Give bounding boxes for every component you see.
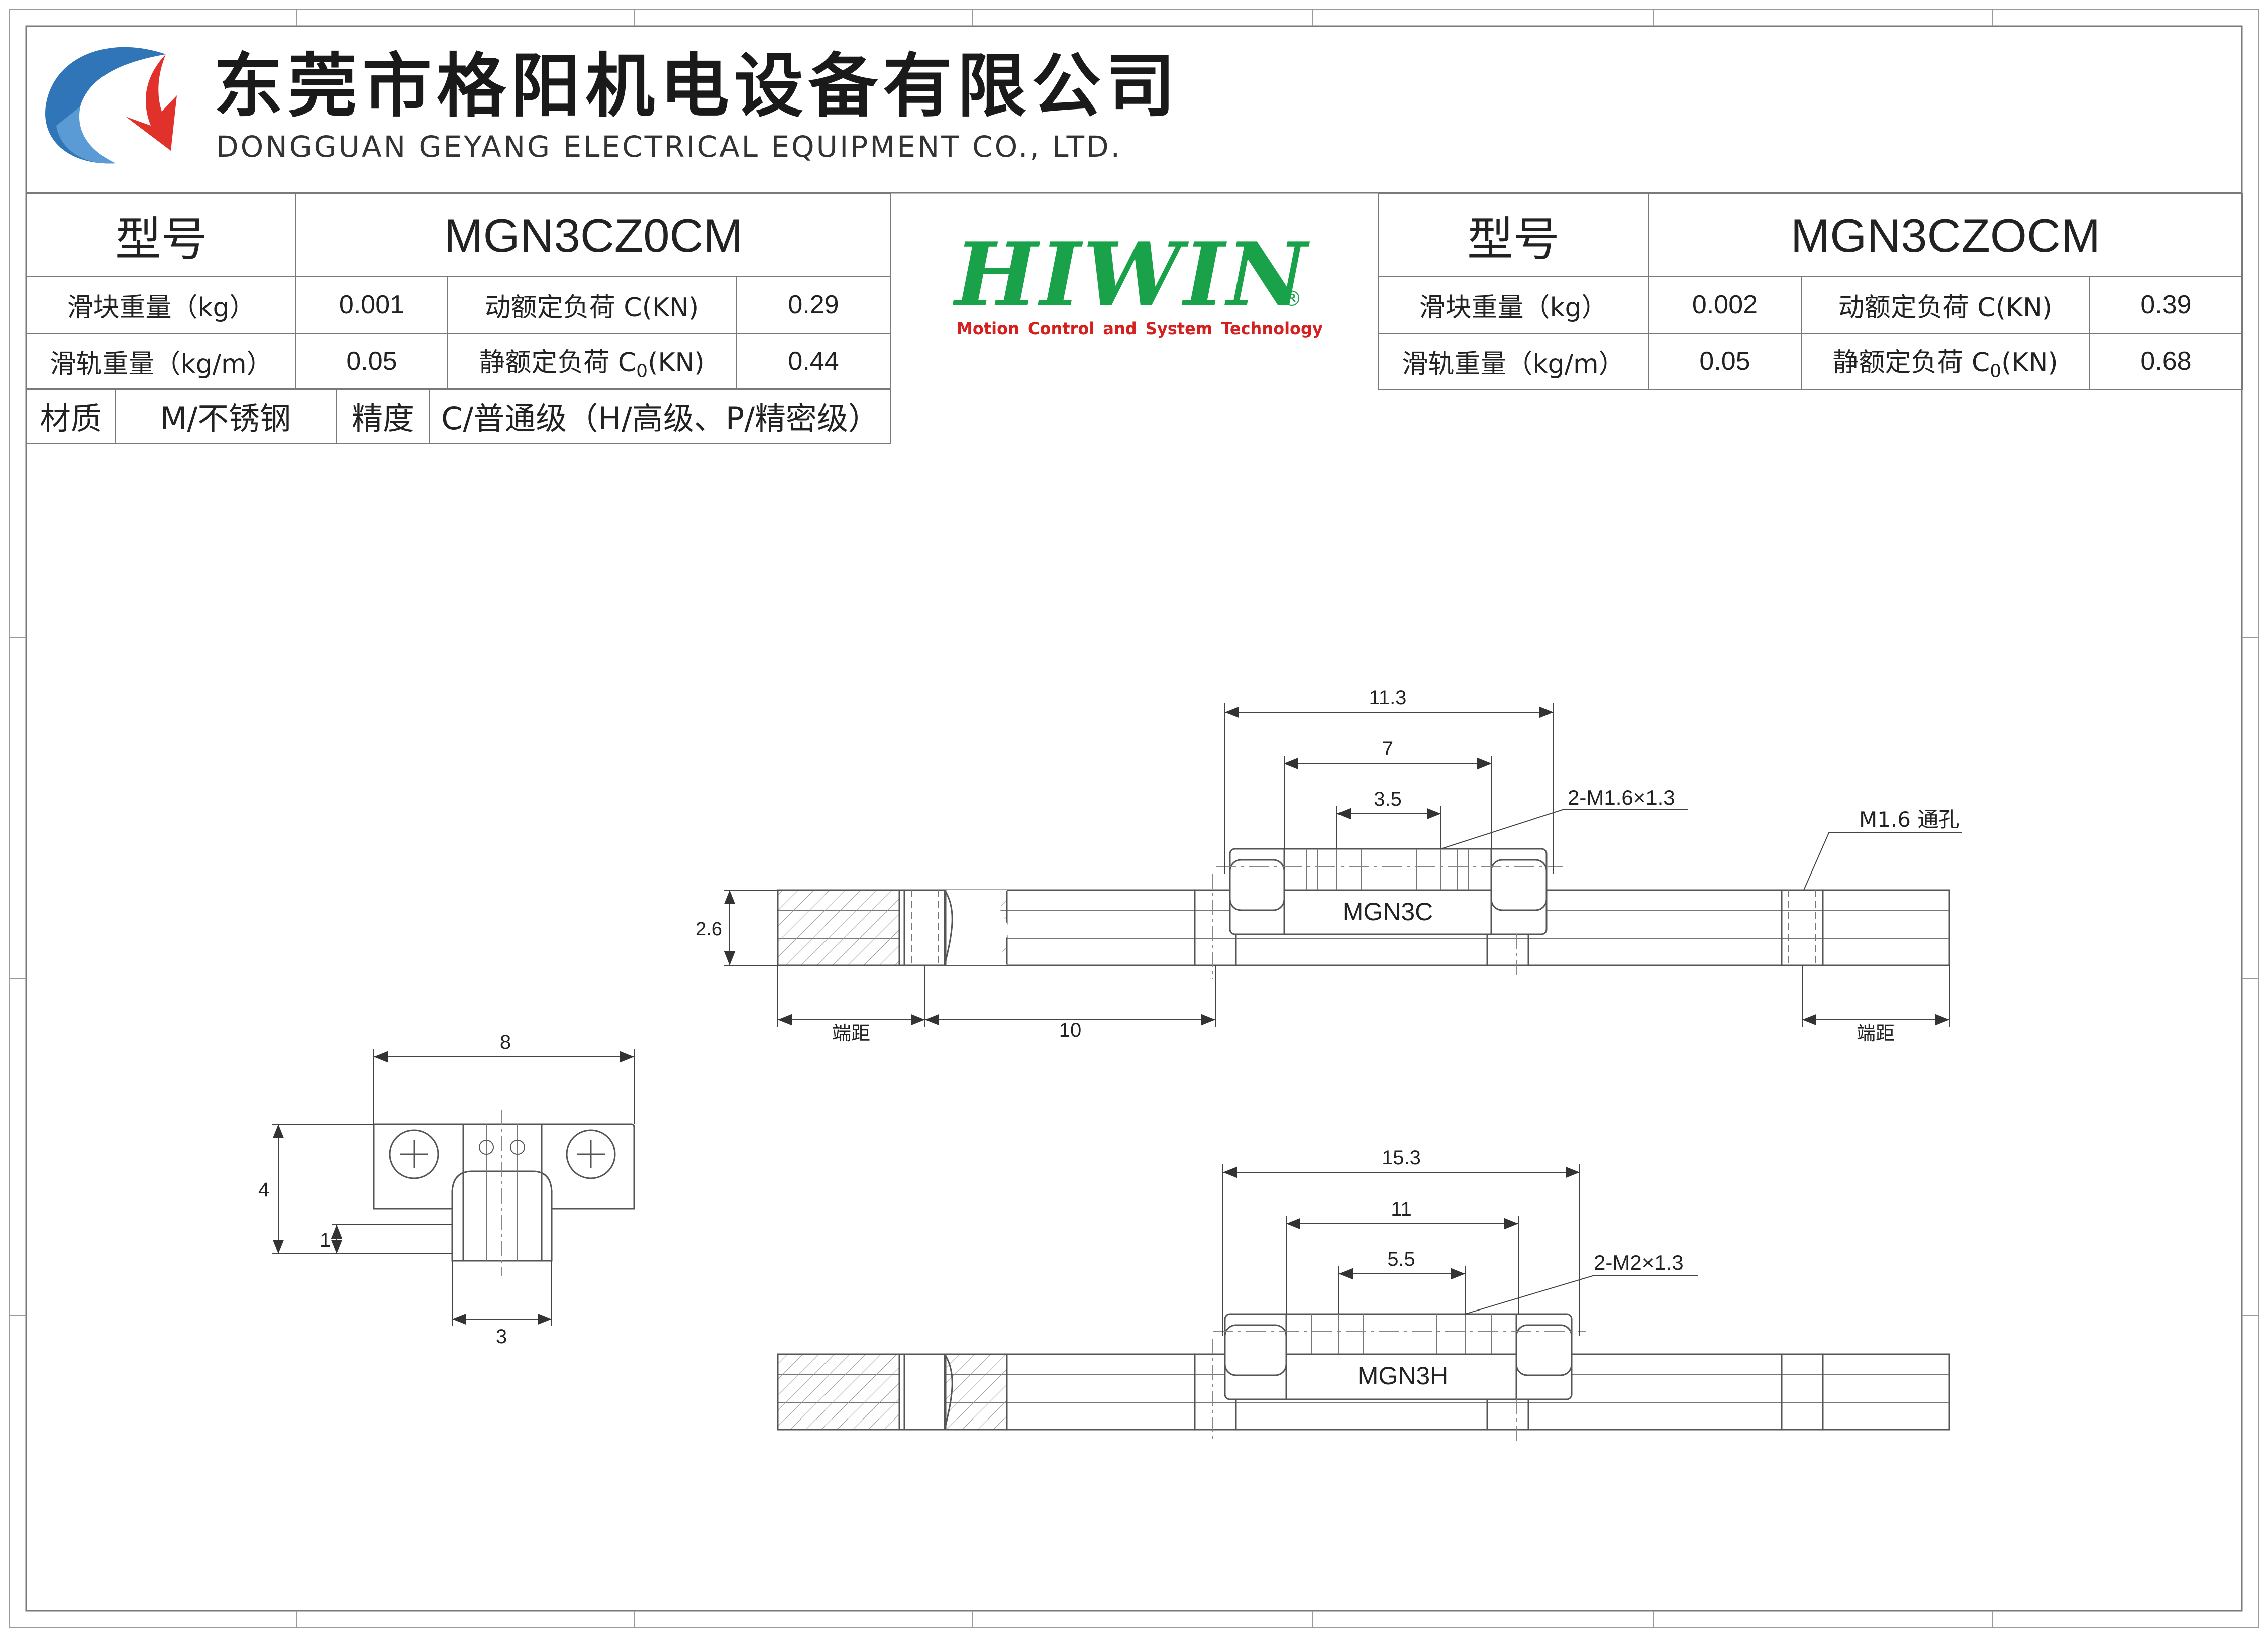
dynamic-load-label: 动额定负荷 C(KN) <box>447 276 737 334</box>
precision-label: 精度 <box>336 388 430 444</box>
material-table: 材质 M/不锈钢 精度 C/普通级（H/高级、P/精密级） <box>26 388 891 444</box>
static-load-label: 静额定负荷 C0(KN) <box>447 333 737 390</box>
dynamic-load-label: 动额定负荷 C(KN) <box>1801 276 2090 334</box>
dim-block-length: 15.3 <box>1382 1147 1421 1169</box>
dynamic-load-value: 0.39 <box>2089 276 2243 334</box>
rail-section-hatch <box>777 1353 1008 1431</box>
dim-end-distance-right: 端距 <box>1857 1022 1895 1044</box>
model-label: 型号 <box>1378 193 1649 277</box>
static-load-label-unit: (KN) <box>2001 347 2058 378</box>
material-label: 材质 <box>26 388 116 444</box>
screw-head-icon <box>566 1129 616 1179</box>
hiwin-logo: HIWIN ® Motion Control and System Techno… <box>955 231 1326 352</box>
static-load-label-unit: (KN) <box>648 347 705 378</box>
static-load-value: 0.68 <box>2089 333 2243 390</box>
dim-end-distance-left: 端距 <box>832 1022 870 1044</box>
view-mgn3h <box>777 1313 1950 1442</box>
registered-mark-icon: ® <box>1281 286 1302 311</box>
dim-rail-width: 3 <box>496 1326 507 1348</box>
block-weight-value: 0.002 <box>1648 276 1802 334</box>
block-weight-label: 滑块重量（kg） <box>1378 276 1649 334</box>
dim-hole-spacing: 7 <box>1382 738 1393 760</box>
static-load-label-subscript: 0 <box>636 361 648 382</box>
section-view-dimensions <box>272 1049 635 1326</box>
model-value: MGN3CZOCM <box>1648 193 2243 277</box>
model-label: 型号 <box>26 193 296 277</box>
dim-hole-spacing: 11 <box>1391 1198 1412 1220</box>
callout-screw: 2-M2×1.3 <box>1594 1251 1684 1274</box>
material-value: M/不锈钢 <box>115 388 337 444</box>
model-value: MGN3CZ0CM <box>295 193 892 277</box>
view-mgn3h-dimensions <box>1222 1164 1698 1336</box>
precision-value: C/普通级（H/高级、P/精密级） <box>429 388 891 444</box>
screw-head-icon <box>389 1129 439 1179</box>
hiwin-tagline: Motion Control and System Technology <box>957 319 1323 338</box>
callout-through-hole: M1.6 通孔 <box>1859 807 1960 832</box>
sheet-outer-frame <box>9 9 2259 1628</box>
company-name-en: DONGGUAN GEYANG ELECTRICAL EQUIPMENT CO.… <box>216 130 1122 164</box>
rail-weight-label: 滑轨重量（kg/m） <box>1378 333 1649 390</box>
rail-weight-value: 0.05 <box>295 333 448 390</box>
hiwin-wordmark: HIWIN <box>955 224 1309 326</box>
view-mgn3c <box>777 848 1950 979</box>
dim-clearance: 1 <box>320 1229 331 1251</box>
company-header: 东莞市格阳机电设备有限公司 DONGGUAN GEYANG ELECTRICAL… <box>40 38 1175 173</box>
frame-zone-ticks <box>9 9 2259 1628</box>
spec-table-right: 型号 MGN3CZOCM 滑块重量（kg） 0.002 动额定负荷 C(KN) … <box>1378 193 2243 390</box>
block-weight-label: 滑块重量（kg） <box>26 276 296 334</box>
company-logo-icon <box>45 47 177 164</box>
dim-inner-spacing: 5.5 <box>1387 1248 1415 1270</box>
static-load-label-subscript: 0 <box>1990 361 2002 382</box>
block-model-label: MGN3C <box>1343 898 1433 926</box>
block-weight-value: 0.001 <box>295 276 448 334</box>
dynamic-load-value: 0.29 <box>735 276 892 334</box>
rail-hole <box>1781 889 1824 966</box>
static-load-label-text: 静额定负荷 C <box>1832 347 1990 378</box>
dim-assembly-height: 4 <box>258 1179 269 1201</box>
rail-hole <box>1781 1353 1824 1431</box>
company-name-cn: 东莞市格阳机电设备有限公司 <box>214 46 1181 127</box>
callout-screw: 2-M1.6×1.3 <box>1568 786 1675 809</box>
static-load-value: 0.44 <box>735 333 892 390</box>
dim-rail-height: 2.6 <box>696 919 723 940</box>
rail-hole <box>903 1353 947 1431</box>
dim-block-length: 11.3 <box>1369 687 1407 709</box>
rail-weight-value: 0.05 <box>1648 333 1802 390</box>
sheet-inner-frame <box>25 25 2243 1612</box>
section-view <box>373 1110 635 1276</box>
static-load-label-text: 静额定负荷 C <box>479 347 637 378</box>
dim-block-width: 8 <box>500 1031 511 1053</box>
static-load-label: 静额定负荷 C0(KN) <box>1801 333 2090 390</box>
dim-inner-spacing: 3.5 <box>1374 788 1402 810</box>
block-model-label: MGN3H <box>1358 1362 1449 1390</box>
view-mgn3c-dimensions <box>724 703 1962 1027</box>
dim-rail-pitch: 10 <box>1059 1019 1082 1041</box>
